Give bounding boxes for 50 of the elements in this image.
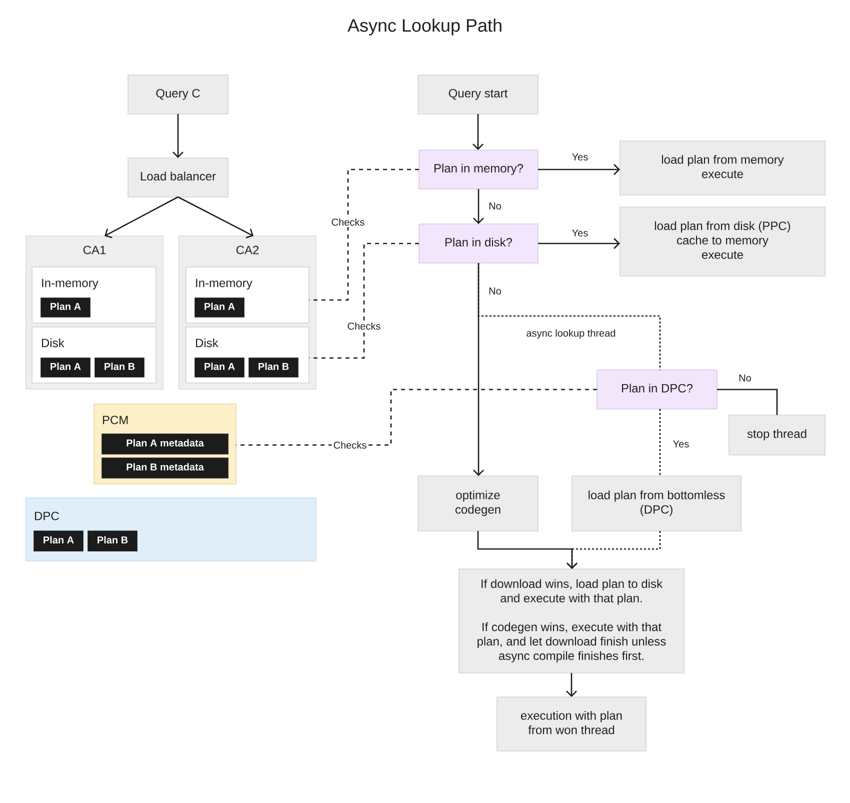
plan-chip: Plan A (40, 298, 90, 318)
dashed-connector (236, 388, 597, 446)
dashed-arrow (566, 531, 661, 569)
edge-label: No (487, 286, 503, 296)
dashed-connector (309, 168, 419, 301)
edge-label: No (737, 373, 753, 383)
process-box: Query C (128, 74, 228, 114)
plan-chip: Plan A (194, 358, 244, 378)
decision-box: Plan in memory? (418, 150, 538, 190)
plan-chip: Plan B (94, 358, 144, 378)
edge-label: No (487, 201, 503, 211)
connector-line (717, 388, 778, 415)
dashed-connector (309, 242, 419, 359)
arrow (538, 238, 620, 249)
process-box: execution with plan from won thread (496, 696, 646, 752)
metadata-chip: Plan A metadata (102, 434, 228, 454)
dashed-connector (659, 409, 661, 476)
plan-chip: Plan A (194, 298, 244, 318)
arrow (473, 189, 484, 224)
process-box: Query start (418, 74, 538, 114)
arrow (104, 196, 178, 238)
edge-label: Checks (332, 440, 368, 450)
process-box: load plan from disk (PPC) cache to memory execute (620, 206, 826, 276)
arrow (172, 114, 184, 158)
arrow (538, 164, 620, 175)
process-box: load plan from memory execute (620, 140, 826, 196)
process-box: optimize codegen (418, 476, 538, 532)
edge-label: Yes (570, 152, 590, 162)
process-box: stop thread (728, 414, 826, 456)
plan-chip: Plan B (248, 358, 298, 378)
process-box: load plan from bottomless (DPC) (572, 476, 742, 532)
metadata-chip: Plan B metadata (102, 458, 228, 478)
dashed-connector (478, 263, 661, 370)
edge-label: Checks (346, 320, 382, 332)
edge-label: Yes (671, 439, 691, 449)
arrow (472, 114, 484, 150)
process-box: If download wins, load plan to disk and execute with that plan. If codegen wins, execute with that plan, and let download finish unless async compile finishes first. (458, 568, 684, 674)
plan-chip: Plan B (88, 530, 138, 552)
edge-label: Checks (330, 216, 366, 228)
plan-chip: Plan A (34, 530, 84, 552)
process-box: Load balancer (128, 158, 228, 198)
edge-label: async lookup thread (524, 328, 618, 340)
arrow (566, 673, 577, 697)
arrow (178, 196, 254, 238)
title: Async Lookup Path (348, 18, 502, 36)
edge-label: Yes (570, 228, 590, 238)
arrow (473, 263, 484, 476)
decision-box: Plan in DPC? (596, 370, 718, 410)
decision-box: Plan in disk? (418, 224, 538, 264)
plan-chip: Plan A (40, 358, 90, 378)
